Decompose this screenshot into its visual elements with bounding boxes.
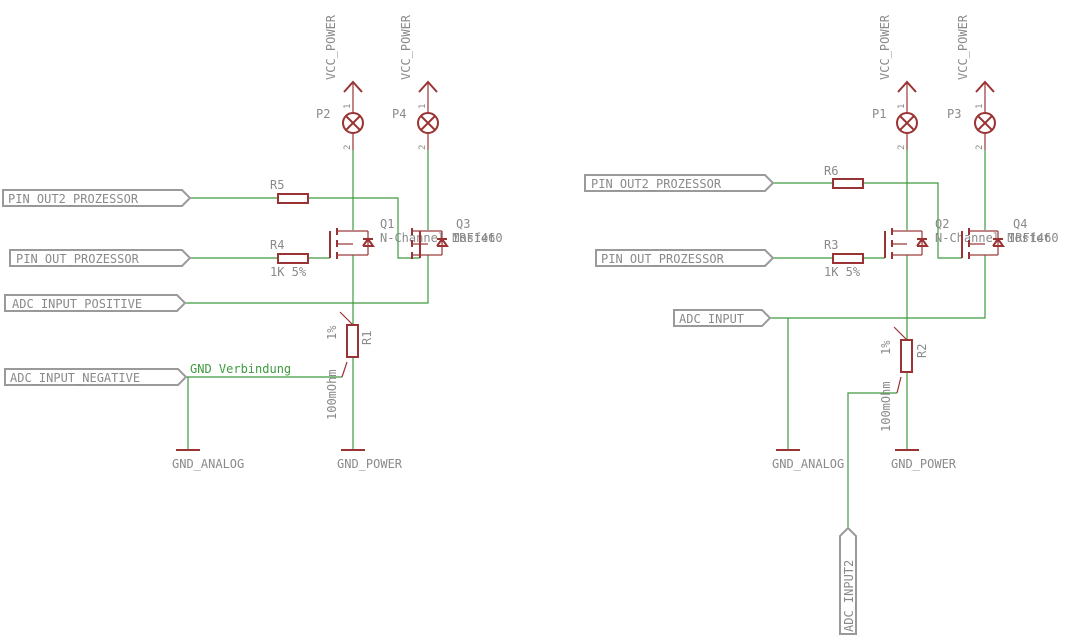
port-adc-input2-right: ADC_INPUT2: [839, 526, 857, 635]
port-pin-out-left: PIN_OUT_PROZESSOR: [9, 249, 192, 267]
port-pin-out2-right: PIN_OUT2_PROZESSOR: [584, 174, 775, 192]
left-wires: [185, 150, 429, 450]
right-circuit: VCC_POWER P1 1 2 VCC_POWER P3 1 2 R6 R3 …: [584, 14, 1059, 635]
port-adc-pos-left: ADC_INPUT_POSITIVE: [4, 294, 187, 312]
gnd-power-right: GND_POWER: [891, 449, 957, 471]
p1-name: P1: [872, 107, 886, 121]
r6-name: R6: [824, 164, 838, 178]
p1-pin1: 1: [897, 104, 907, 109]
resistor-r4: R4 1K 5%: [270, 238, 309, 279]
q2-name: Q2: [935, 217, 949, 231]
resistor-r3: R3 1K 5%: [824, 238, 864, 279]
p4-pin1: 1: [418, 104, 428, 109]
r4-name: R4: [270, 238, 284, 252]
r2-tolerance: 1%: [879, 340, 893, 355]
q1-name: Q1: [380, 217, 394, 231]
q4-name: Q4: [1013, 217, 1027, 231]
r1-value: 100mOhm: [325, 369, 339, 420]
p2-pin2: 2: [343, 145, 353, 150]
q3-name: Q3: [456, 217, 470, 231]
supply-p4-label: VCC_POWER: [399, 14, 413, 80]
r3-name: R3: [824, 238, 838, 252]
r1-name: R1: [360, 331, 374, 345]
port-pin-out-left-text: PIN_OUT_PROZESSOR: [16, 252, 140, 266]
port-pin-out2-right-text: PIN_OUT2_PROZESSOR: [591, 177, 722, 191]
net-gnd-verbindung: GND Verbindung: [190, 362, 291, 376]
gnd-analog-left: GND_ANALOG: [172, 449, 244, 471]
p3-name: P3: [947, 107, 961, 121]
supply-p1-label: VCC_POWER: [878, 14, 892, 80]
r5-name: R5: [270, 178, 284, 192]
q2-value: N-Channel Mosfet: [935, 231, 1051, 245]
gnd-power-left-label: GND_POWER: [337, 457, 403, 471]
r2-name: R2: [915, 344, 929, 358]
r3-value: 1K 5%: [824, 265, 861, 279]
supply-p4: VCC_POWER P4 1 2: [392, 14, 439, 150]
gnd-analog-right: GND_ANALOG: [772, 449, 844, 471]
gnd-power-right-label: GND_POWER: [891, 457, 957, 471]
q4-value: IRF1460: [1008, 231, 1059, 245]
p3-pin2: 2: [975, 145, 985, 150]
mosfet-q4: Q4 IRF1460: [961, 217, 1059, 259]
port-pin-out2-left-text: PIN_OUT2_PROZESSOR: [8, 192, 139, 206]
mosfet-q3: Q3 IRF1460: [411, 217, 503, 259]
port-adc-neg-left-text: ADC_INPUT_NEGATIVE: [10, 371, 140, 385]
right-wires: [770, 150, 986, 528]
left-circuit: VCC_POWER P2 1 2 VCC_POWER P4 1 2 R5 R4 …: [2, 14, 503, 471]
r2-value: 100mOhm: [879, 381, 893, 432]
p2-name: P2: [316, 107, 330, 121]
gnd-power-left: GND_POWER: [337, 449, 403, 471]
resistor-r2: R2 1% 100mOhm: [879, 326, 929, 432]
p4-name: P4: [392, 107, 406, 121]
r4-value: 1K 5%: [270, 265, 307, 279]
p2-pin1: 1: [343, 104, 353, 109]
resistor-r1: R1 1% 100mOhm: [325, 311, 374, 420]
port-adc-input2-right-text: ADC_INPUT2: [842, 560, 856, 632]
gnd-analog-left-label: GND_ANALOG: [172, 457, 244, 471]
resistor-r5: R5: [270, 178, 309, 204]
port-pin-out-right: PIN_OUT_PROZESSOR: [595, 249, 775, 267]
r1-tolerance: 1%: [325, 325, 339, 340]
gnd-analog-right-label: GND_ANALOG: [772, 457, 844, 471]
p3-pin1: 1: [975, 104, 985, 109]
port-adc-neg-left: ADC_INPUT_NEGATIVE: [4, 368, 188, 386]
p1-pin2: 2: [897, 145, 907, 150]
supply-p2: VCC_POWER P2 1 2: [316, 14, 364, 150]
port-pin-out-right-text: PIN_OUT_PROZESSOR: [601, 252, 725, 266]
supply-p1: VCC_POWER P1 1 2: [872, 14, 918, 150]
port-adc-input-right-text: ADC_INPUT: [679, 312, 744, 326]
q3-value: IRF1460: [452, 231, 503, 245]
supply-p2-label: VCC_POWER: [324, 14, 338, 80]
resistor-r6: R6: [824, 164, 864, 189]
supply-p3-label: VCC_POWER: [956, 14, 970, 80]
mosfet-q2: Q2 N-Channel Mosfet: [884, 217, 1051, 259]
port-adc-pos-left-text: ADC_INPUT_POSITIVE: [12, 297, 142, 311]
port-pin-out2-left: PIN_OUT2_PROZESSOR: [2, 189, 192, 207]
p4-pin2: 2: [418, 145, 428, 150]
supply-p3: VCC_POWER P3 1 2: [947, 14, 996, 150]
port-adc-input-right: ADC_INPUT: [673, 309, 772, 327]
